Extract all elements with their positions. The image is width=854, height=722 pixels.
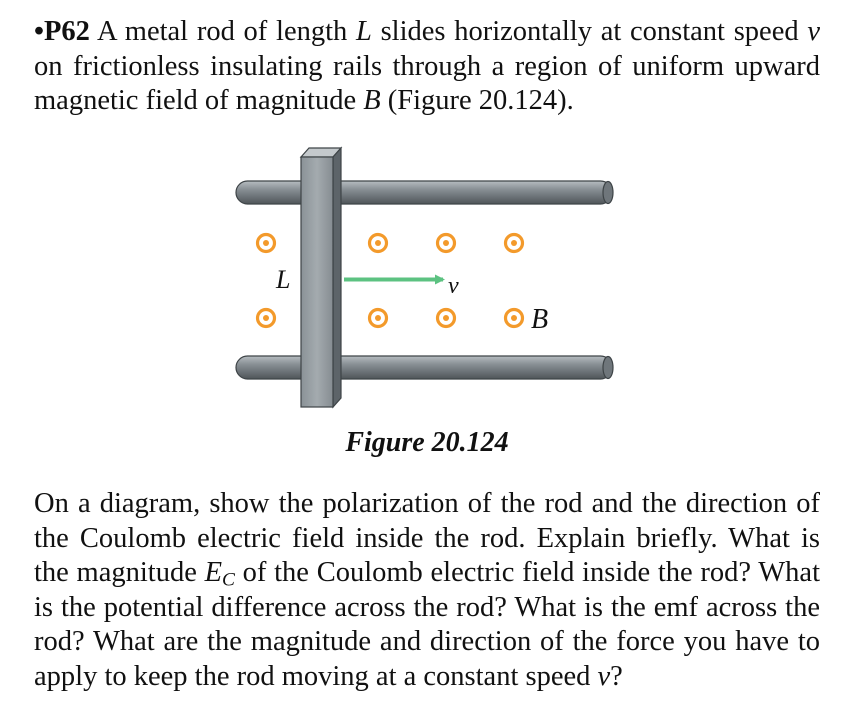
problem-text: slides horizontally at constant speed: [371, 16, 808, 47]
rod-on-rails-figure: L v B: [235, 146, 614, 409]
question-part: of the Coulomb electric field inside the…: [34, 557, 820, 692]
field-dot-symbol: [435, 307, 457, 329]
problem-statement: •P62 A metal rod of length L slides hori…: [34, 15, 820, 119]
field-dot-symbol: [435, 232, 457, 254]
field-dot-symbol: [503, 307, 525, 329]
variable-E: E: [204, 557, 223, 588]
field-dot-symbol: [255, 232, 277, 254]
top-rail: [235, 180, 614, 205]
variable-v: v: [807, 16, 820, 47]
label-L: L: [275, 265, 290, 294]
magnetic-field-symbols: [255, 232, 525, 329]
field-dot-symbol: [255, 307, 277, 329]
problem-text: (Figure 20.124).: [380, 85, 574, 116]
problem-id: •P62: [34, 16, 90, 47]
variable-v: v: [597, 660, 611, 692]
question-part: On a diagram, show the polarization of t…: [34, 488, 820, 588]
label-v: v: [448, 273, 459, 299]
figure-caption: Figure 20.124: [345, 427, 509, 458]
variable-L: L: [356, 16, 372, 47]
field-dot-symbol: [503, 232, 525, 254]
field-dot-symbol: [367, 307, 389, 329]
problem-text: A metal rod of length: [89, 16, 356, 47]
variable-B: B: [363, 85, 381, 116]
bottom-rail: [235, 355, 614, 380]
subscript-C: C: [222, 569, 235, 591]
metal-rod: [299, 146, 343, 409]
question-text: On a diagram, show the polarization of t…: [34, 487, 820, 694]
question-part: ?: [610, 660, 623, 692]
problem-text: on frictionless insulating rails through…: [34, 50, 820, 117]
label-B: B: [531, 304, 548, 335]
field-dot-symbol: [367, 232, 389, 254]
